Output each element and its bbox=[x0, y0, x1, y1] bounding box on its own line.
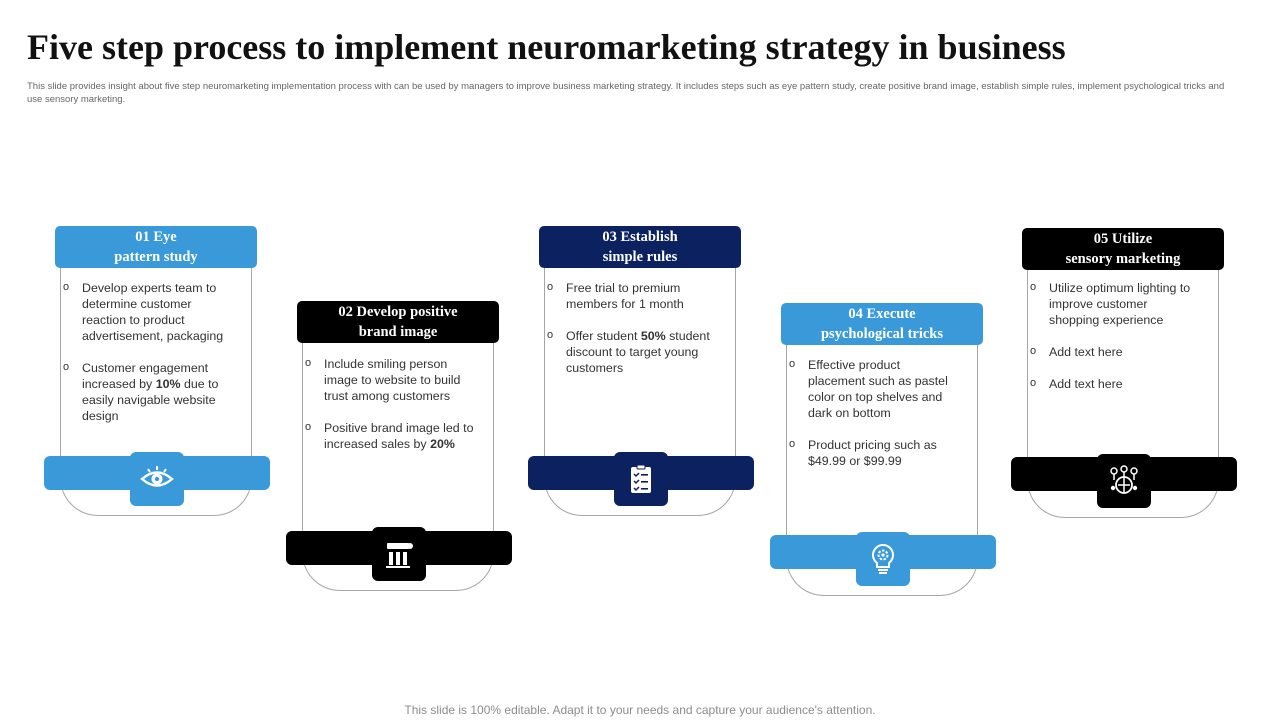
step-2-title-line1: 02 Develop positive bbox=[338, 304, 458, 320]
step-3-bullet-1: Free trial to premium members for 1 mont… bbox=[547, 279, 717, 312]
step-4-title-line2: psychological tricks bbox=[820, 326, 944, 342]
step-1-bullets: Develop experts team to determine custom… bbox=[63, 279, 233, 440]
step-3: 03 Establish simple rules Free trial to … bbox=[528, 226, 758, 526]
sensory-brain-icon bbox=[1097, 454, 1151, 508]
step-2-bullet-2: Positive brand image led to increased sa… bbox=[305, 419, 475, 452]
step-2-bullet-1: Include smiling person image to website … bbox=[305, 355, 475, 404]
slide-subtitle: This slide provides insight about five s… bbox=[27, 81, 1225, 105]
step-5-bullet-3: Add text here bbox=[1030, 375, 1200, 392]
step-5-title-line1: 05 Utilize bbox=[1093, 231, 1153, 247]
eye-icon bbox=[130, 452, 184, 506]
slide-footer: This slide is 100% editable. Adapt it to… bbox=[404, 703, 876, 717]
lightbulb-gear-icon bbox=[856, 532, 910, 586]
step-1-header: 01 Eye pattern study bbox=[55, 226, 257, 268]
step-2: 02 Develop positive brand image Include … bbox=[286, 301, 516, 601]
step-3-header: 03 Establish simple rules bbox=[539, 226, 741, 268]
step-3-bullets: Free trial to premium members for 1 mont… bbox=[547, 279, 717, 392]
step-2-bullets: Include smiling person image to website … bbox=[305, 355, 475, 468]
step-4-bullet-2: Product pricing such as $49.99 or $99.99 bbox=[789, 436, 959, 469]
step-1-title-line2: pattern study bbox=[114, 249, 198, 265]
step-4: 04 Execute psychological tricks Effectiv… bbox=[770, 303, 1000, 603]
step-4-header: 04 Execute psychological tricks bbox=[781, 303, 983, 345]
step-5: 05 Utilize sensory marketing Utilize opt… bbox=[1011, 228, 1241, 528]
step-1-bullet-1: Develop experts team to determine custom… bbox=[63, 279, 233, 344]
brand-chart-icon bbox=[372, 527, 426, 581]
step-5-title-line2: sensory marketing bbox=[1065, 251, 1181, 267]
step-1-title-line1: 01 Eye bbox=[135, 229, 177, 245]
checklist-icon bbox=[614, 452, 668, 506]
step-4-bullets: Effective product placement such as past… bbox=[789, 356, 959, 485]
slide-title: Five step process to implement neuromark… bbox=[27, 27, 1066, 67]
step-5-bullet-1: Utilize optimum lighting to improve cust… bbox=[1030, 279, 1200, 328]
step-3-title-line1: 03 Establish bbox=[602, 229, 678, 245]
step-5-header: 05 Utilize sensory marketing bbox=[1022, 228, 1224, 270]
step-4-bullet-1: Effective product placement such as past… bbox=[789, 356, 959, 421]
step-1: 01 Eye pattern study Develop experts tea… bbox=[44, 226, 274, 526]
step-4-title-line1: 04 Execute bbox=[848, 306, 916, 322]
step-2-header: 02 Develop positive brand image bbox=[297, 301, 499, 343]
step-1-bullet-2: Customer engagement increased by 10% due… bbox=[63, 359, 233, 424]
step-2-title-line2: brand image bbox=[358, 324, 438, 340]
step-3-title-line2: simple rules bbox=[602, 249, 678, 265]
step-5-bullets: Utilize optimum lighting to improve cust… bbox=[1030, 279, 1200, 408]
step-5-bullet-2: Add text here bbox=[1030, 343, 1200, 360]
step-3-bullet-2: Offer student 50% student discount to ta… bbox=[547, 327, 717, 376]
